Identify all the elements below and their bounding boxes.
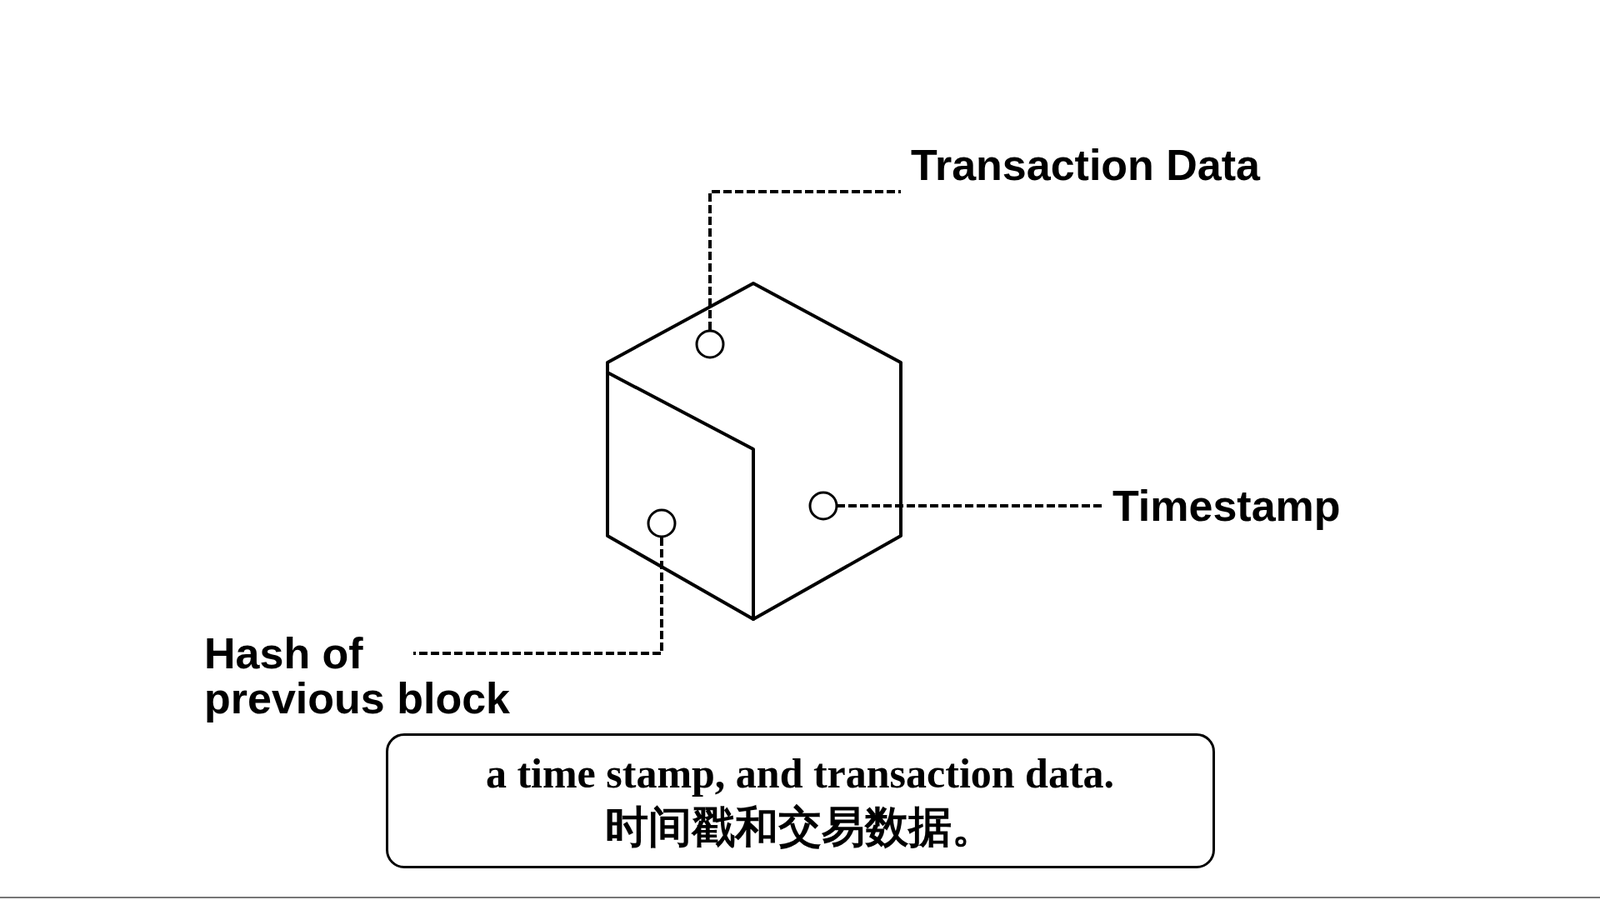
subtitle-box: a time stamp, and transaction data.时间戳和交… [385, 733, 1215, 869]
cube-edge [607, 372, 754, 620]
leader-line [836, 504, 1105, 508]
data-point [810, 492, 837, 520]
data-point [648, 510, 675, 537]
leader-line [413, 537, 662, 654]
callout-label: Timestamp [1112, 483, 1341, 530]
subtitle-text: a time stamp, and transaction data. [413, 747, 1188, 800]
callout-label: Transaction Data [910, 142, 1260, 189]
cube-outline [607, 283, 901, 620]
subtitle-text: 时间戳和交易数据。 [413, 800, 1188, 855]
leader-line [710, 191, 901, 330]
data-point [696, 330, 724, 358]
bottom-rule [0, 896, 1600, 899]
callout-label: Hash of previous block [204, 630, 539, 722]
